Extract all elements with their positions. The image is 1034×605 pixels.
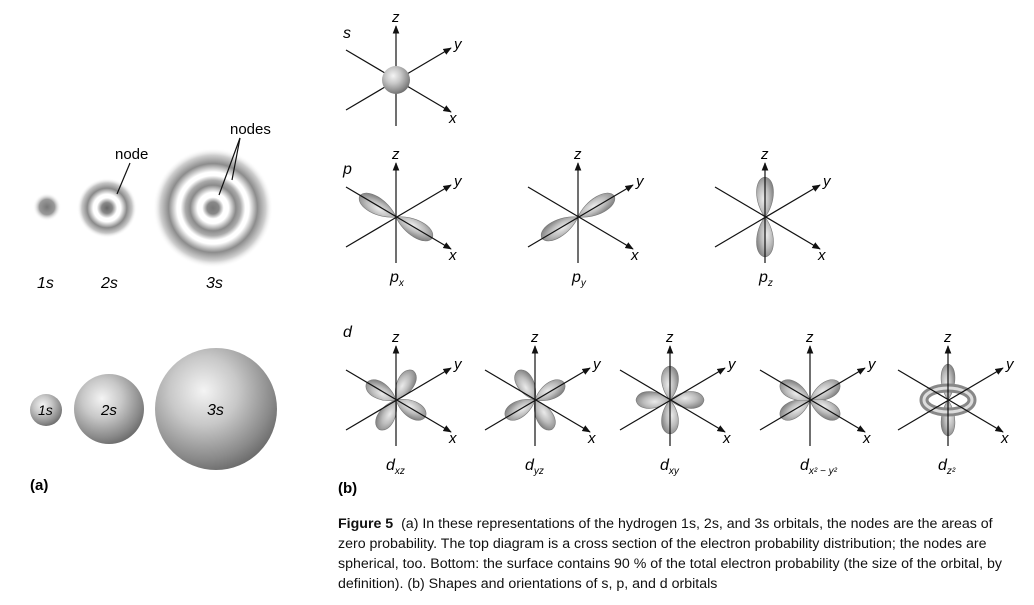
y-axis — [714, 184, 821, 248]
y-axis — [527, 184, 634, 248]
z-axis-label: z — [391, 329, 400, 346]
node-leader-line — [116, 162, 131, 195]
y-axis — [619, 367, 726, 431]
sphere-1s — [30, 394, 62, 426]
y-axis-label: y — [635, 173, 645, 190]
z-axis-label: z — [391, 9, 400, 26]
x-axis — [345, 369, 452, 433]
x-axis-label: x — [448, 247, 457, 264]
x-axis-label: x — [862, 430, 871, 447]
row-label-d: d — [343, 324, 353, 341]
cross-section-2s — [77, 178, 137, 238]
z-axis-label: z — [665, 329, 674, 346]
x-axis — [897, 369, 1004, 433]
y-axis-label: y — [1005, 356, 1015, 373]
orbital-label-p-y: py — [571, 269, 587, 289]
orbital-p-z-diagram: z y x pz — [714, 146, 832, 289]
nodes-leader-line-2 — [231, 137, 241, 181]
orbital-d-z2-diagram: z y x dz² — [897, 329, 1015, 477]
orbital-d-xy-diagram: z y x dxy — [619, 329, 737, 477]
y-axis-label: y — [453, 173, 463, 190]
sphere-label-3s: 3s — [207, 402, 224, 419]
x-axis-label: x — [1000, 430, 1009, 447]
y-axis — [484, 367, 591, 431]
sphere-2s — [74, 374, 144, 444]
x-axis-label: x — [448, 110, 457, 127]
orbital-label-p-x: px — [389, 269, 405, 289]
y-axis — [759, 367, 866, 431]
caption-text: (a) In these representations of the hydr… — [338, 516, 1003, 592]
y-axis-label: y — [592, 356, 602, 373]
orbital-d-yz-diagram: z y x dyz — [484, 329, 602, 477]
z-axis-label: z — [573, 146, 582, 163]
x-axis — [714, 186, 821, 250]
panel-b-label: (b) — [338, 480, 357, 497]
y-axis — [345, 184, 452, 248]
orbital-label-d-x2-y2: dx² − y² — [800, 457, 838, 477]
orbital-lobe — [669, 391, 705, 409]
z-axis-label: z — [391, 146, 400, 163]
x-axis — [619, 369, 726, 433]
s-orbital-sphere — [382, 66, 410, 94]
panel-b: s p d z y x z y x px z y x py z y x pz z y x dxz z y x dyz z y x d… — [338, 9, 1015, 497]
x-axis-label: x — [448, 430, 457, 447]
sphere-3s — [155, 348, 277, 470]
x-axis — [527, 186, 634, 250]
s-orbital-diagram: z y x — [345, 9, 463, 127]
panel-a: node nodes 1s 2s 3s 1s 2s 3s (a) — [30, 121, 277, 494]
z-axis-label: z — [943, 329, 952, 346]
z-axis-label: z — [760, 146, 769, 163]
y-axis-label: y — [453, 36, 463, 53]
orbital-label-d-xz: dxz — [386, 457, 405, 477]
caption-title: Figure 5 — [338, 516, 394, 532]
y-axis-label: y — [727, 356, 737, 373]
orbital-label-p-z: pz — [758, 269, 773, 289]
orbital-label-d-xy: dxy — [660, 457, 680, 477]
x-axis — [345, 186, 452, 250]
orbital-d-xz-diagram: z y x dxz — [345, 329, 463, 477]
row-label-p: p — [342, 161, 352, 178]
y-axis-label: y — [453, 356, 463, 373]
cross-label-2s: 2s — [100, 275, 118, 292]
x-axis-label: x — [587, 430, 596, 447]
cross-label-3s: 3s — [206, 275, 223, 292]
z-axis-label: z — [805, 329, 814, 346]
y-axis-label: y — [867, 356, 877, 373]
nodes-leader-line-1 — [218, 137, 241, 196]
cross-section-1s — [33, 193, 61, 221]
y-axis — [897, 367, 1004, 431]
y-axis — [345, 367, 452, 431]
orbital-label-d-yz: dyz — [525, 457, 544, 477]
nodes-label: nodes — [230, 121, 271, 138]
figure-caption: Figure 5 (a) In these representations of… — [338, 514, 1018, 594]
sphere-label-2s: 2s — [100, 402, 117, 419]
x-axis-label: x — [630, 247, 639, 264]
x-axis-label: x — [817, 247, 826, 264]
orbital-label-d-z2: dz² — [938, 457, 956, 477]
x-axis — [759, 369, 866, 433]
x-axis — [484, 369, 591, 433]
orbital-d-x2-y2-diagram: z y x dx² − y² — [759, 329, 877, 477]
z-axis-label: z — [530, 329, 539, 346]
y-axis-label: y — [822, 173, 832, 190]
panel-a-label: (a) — [30, 477, 48, 494]
orbital-p-x-diagram: z y x px — [345, 146, 463, 289]
orbital-lobe — [635, 391, 671, 409]
orbital-p-y-diagram: z y x py — [527, 146, 645, 289]
sphere-label-1s: 1s — [38, 402, 53, 418]
node-label: node — [115, 146, 148, 163]
x-axis-label: x — [722, 430, 731, 447]
cross-section-3s — [153, 148, 273, 268]
row-label-s: s — [343, 25, 351, 42]
cross-label-1s: 1s — [37, 275, 54, 292]
